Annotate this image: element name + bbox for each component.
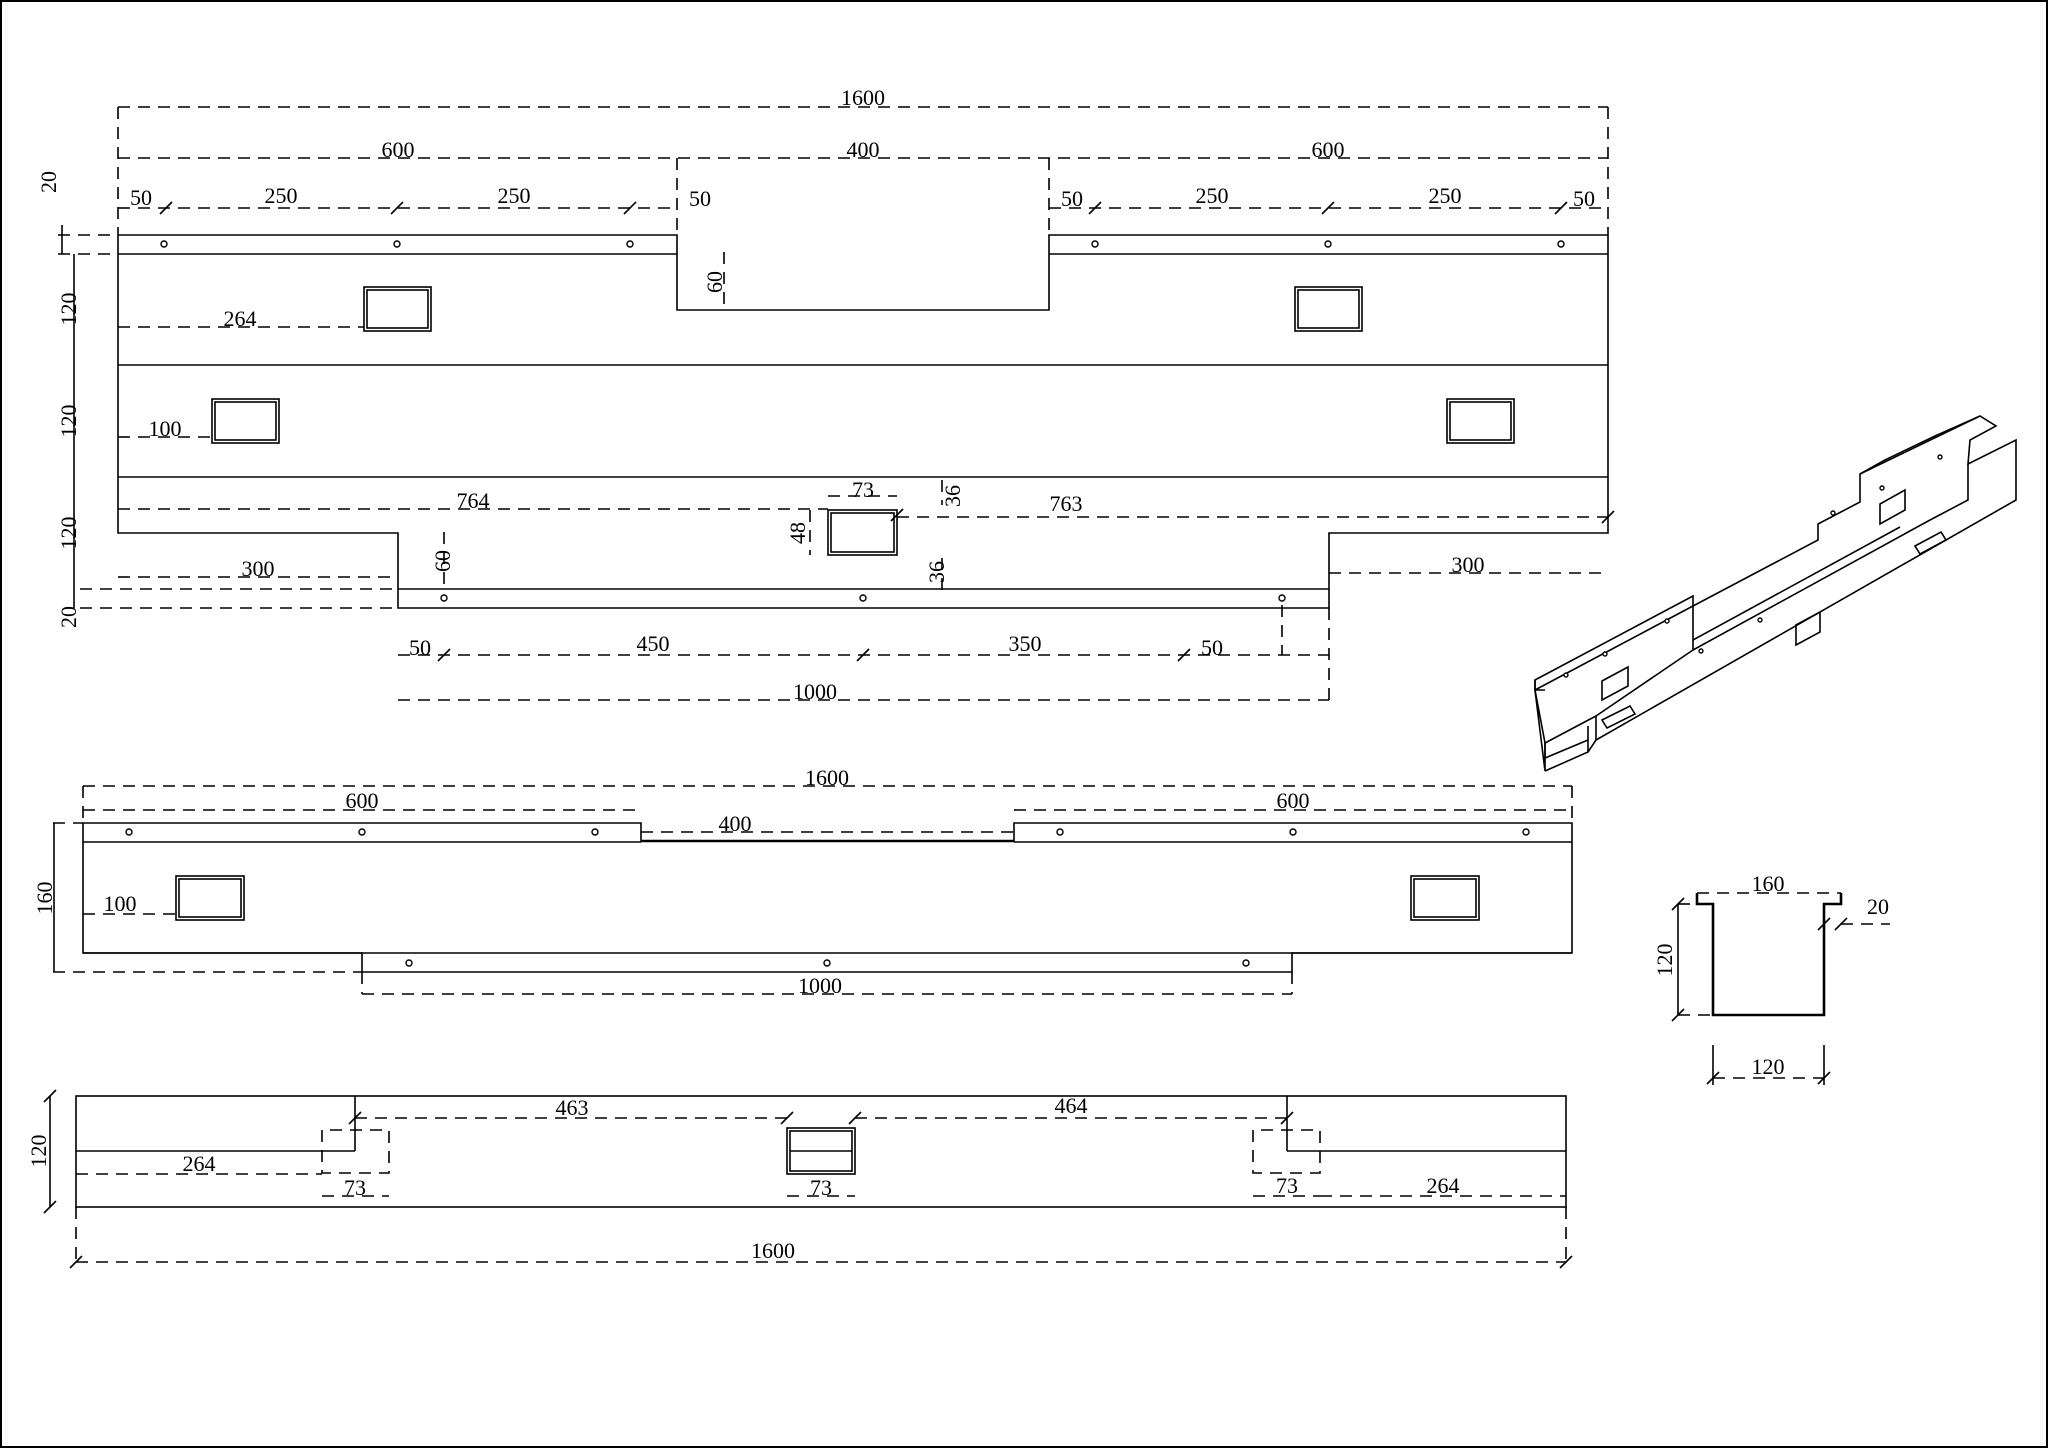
dim-top-band-height: 120 [56,293,81,326]
slot [827,509,898,556]
dim-bottom-slot-width: 73 [344,1175,366,1200]
dim-top-flange: 20 [56,606,81,628]
dim-top-hole-edge: 50 [689,186,711,211]
dim-top-notch-depth: 60 [430,550,455,572]
mount-hole [1242,959,1250,967]
dim-bottom-overall: 1600 [751,1238,795,1263]
section-view: 160 20 120 120 [1652,871,1890,1085]
front-view: 1600 600 400 600 100 1000 160 [32,765,1573,998]
dim-bottom-offset-right: 264 [1427,1173,1460,1198]
dim-bottom-height: 120 [26,1135,51,1168]
dim-bottom-gap-right: 464 [1055,1093,1088,1118]
dim-top-hole-edge: 50 [130,185,152,210]
slot [1446,398,1515,444]
dim-top-hole-pitch: 250 [498,183,531,208]
dim-section-base-width: 120 [1752,1054,1785,1079]
mount-hole [393,240,401,248]
dim-front-overall: 1600 [805,765,849,790]
dim-front-segment-left: 600 [346,788,379,813]
dim-bottom-gap-left: 463 [556,1095,589,1120]
dim-front-height: 160 [32,882,57,915]
dim-top-overall: 1600 [841,85,885,110]
dim-top-center-slot-height: 48 [785,522,810,544]
dim-bottom-slot-width: 73 [810,1175,832,1200]
mount-hole [591,828,599,836]
dim-bottom-slot-width: 73 [1276,1173,1298,1198]
dim-top-segment-left: 600 [382,137,415,162]
dim-top-hole-pitch: 250 [1196,183,1229,208]
slot [1410,875,1480,921]
mount-hole [1522,828,1530,836]
mount-hole [160,240,168,248]
dim-top-bottom-pitch-right: 350 [1009,631,1042,656]
dim-top-bottom-pitch-left: 450 [637,631,670,656]
dim-top-notch-depth: 60 [702,271,727,293]
mount-hole [823,959,831,967]
slot [175,875,245,921]
mount-hole [859,594,867,602]
mount-hole [1557,240,1565,248]
dim-section-top-width: 160 [1752,871,1785,896]
dim-top-hole-pitch: 250 [265,183,298,208]
mount-hole [440,594,448,602]
dim-top-hole-edge: 50 [1573,186,1595,211]
bottom-view: 463 464 264 264 73 73 73 1600 120 [26,1089,1573,1269]
dim-top-center-slot-margin: 36 [940,485,965,507]
dim-top-bottom-hole-edge: 50 [1201,635,1223,660]
dim-top-center-slot-right: 763 [1050,491,1083,516]
dim-front-segment-mid: 400 [719,811,752,836]
dim-top-slot-offset-upper: 264 [224,306,257,331]
slot [211,398,280,444]
isometric-view [1534,415,2017,772]
mount-hole [358,828,366,836]
top-view-outline [117,234,1609,609]
mount-hole [626,240,634,248]
dim-top-bottom-step-left: 300 [242,556,275,581]
dim-front-bottom-flange-length: 1000 [798,973,842,998]
dim-top-center-slot-left: 764 [457,488,490,513]
dim-top-center-slot-width: 73 [852,477,874,502]
mount-hole [125,828,133,836]
slot [363,286,432,332]
dim-top-hole-edge: 50 [1061,186,1083,211]
slot [786,1127,856,1175]
section-profile [1695,893,1843,1017]
dim-top-segment-mid: 400 [847,137,880,162]
dim-top-hole-pitch: 250 [1429,183,1462,208]
mount-hole [1278,594,1286,602]
mount-hole [1289,828,1297,836]
mount-hole [405,959,413,967]
dim-top-segment-right: 600 [1312,137,1345,162]
dim-front-segment-right: 600 [1277,788,1310,813]
mount-hole [1056,828,1064,836]
dim-top-bottom-flange-length: 1000 [793,679,837,704]
dim-top-center-slot-margin: 36 [924,561,949,583]
slot [1294,286,1363,332]
top-view: 1600 600 400 600 50 250 250 50 50 250 25… [36,85,1615,704]
dim-top-bottom-step-right: 300 [1452,552,1485,577]
dim-section-depth: 120 [1652,944,1677,977]
dim-section-lip: 20 [1867,894,1889,919]
dim-front-slot-offset: 100 [104,891,137,916]
dim-top-bottom-hole-edge: 50 [409,635,431,660]
dim-top-band-height: 120 [56,405,81,438]
dim-top-band-height: 120 [56,517,81,550]
dim-bottom-offset-left: 264 [183,1151,216,1176]
dim-top-flange: 20 [36,171,61,193]
mount-hole [1091,240,1099,248]
mount-hole [1324,240,1332,248]
dim-top-slot-offset-lower: 100 [149,416,182,441]
